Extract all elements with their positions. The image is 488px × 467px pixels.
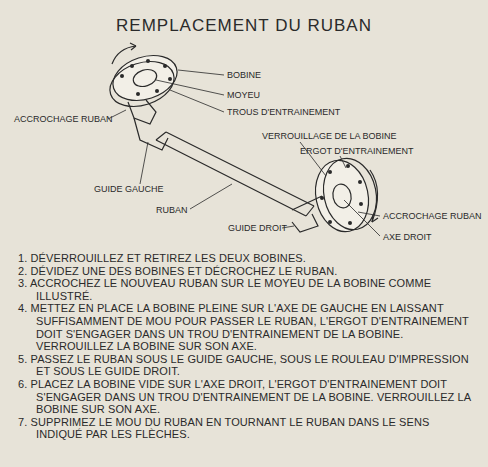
instruction-list: 1. DÉVERROUILLEZ ET RETIREZ LES DEUX BOB… (18, 252, 476, 441)
part-label: AXE DROIT (383, 232, 432, 242)
right-axle (292, 196, 322, 210)
arrow-head (372, 215, 378, 222)
part-label: ACCROCHAGE RUBAN (383, 211, 482, 221)
part-label: MOYEU (227, 90, 260, 100)
part-label: VERROUILLAGE DE LA BOBINE (262, 131, 397, 141)
right-drive-holes (320, 164, 363, 225)
instruction-step: 3. ACCROCHEZ LE NOUVEAU RUBAN SUR LE MOY… (18, 277, 476, 302)
ribbon-ends (156, 132, 314, 216)
instruction-step: 7. SUPPRIMEZ LE MOU DU RUBAN EN TOURNANT… (18, 416, 476, 441)
instruction-step: 1. DÉVERROUILLEZ ET RETIREZ LES DEUX BOB… (18, 252, 476, 265)
right-guide (292, 214, 318, 232)
instruction-step: 6. PLACEZ LA BOBINE VIDE SUR L'AXE DROIT… (18, 378, 476, 416)
part-label: GUIDE GAUCHE (94, 184, 164, 194)
part-label: TROUS D'ENTRAINEMENT (227, 107, 340, 117)
left-spool (107, 48, 183, 108)
part-label: ERGOT D'ENTRAINEMENT (300, 146, 414, 156)
left-spool-rim (104, 54, 180, 114)
instruction-step: 5. PASSEZ LE RUBAN SOUS LE GUIDE GAUCHE,… (18, 353, 476, 378)
part-label: RUBAN (156, 205, 188, 215)
sheet-title: REMPLACEMENT DU RUBAN (0, 16, 488, 36)
left-hub (131, 67, 159, 90)
instruction-step: 4. METTEZ EN PLACE LA BOBINE PLEINE SUR … (18, 302, 476, 352)
instruction-step: 2. DÉVIDEZ UNE DES BOBINES ET DÉCROCHEZ … (18, 265, 476, 278)
part-label: GUIDE DROIT (228, 223, 287, 233)
ribbon (156, 132, 314, 216)
arrow-head (130, 43, 136, 50)
left-hook (128, 100, 156, 124)
part-label: BOBINE (227, 70, 261, 80)
part-label: ACCROCHAGE RUBAN (14, 114, 113, 124)
left-drive-holes (120, 59, 172, 96)
right-spool-rim (317, 153, 383, 234)
